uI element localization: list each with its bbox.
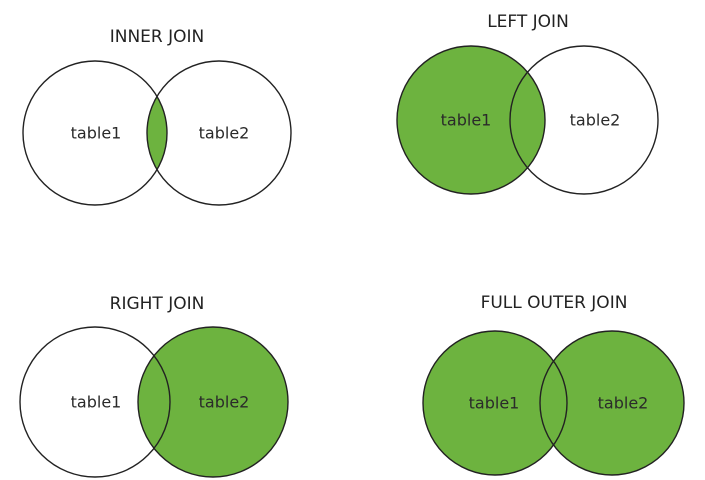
right-join-panel: RIGHT JOIN table1 table2 [19,294,289,478]
right-join-table2-fill [138,327,288,477]
full-outer-join-panel: FULL OUTER JOIN table1 table2 [422,293,685,476]
left-join-table1-circle [396,45,546,195]
full-outer-join-table2-fill [540,331,684,475]
full-outer-join-table1-fill [423,331,567,475]
inner-join-title: INNER JOIN [110,27,205,47]
right-join-table1-label: table1 [71,393,122,412]
inner-join-table2-circle [146,60,292,206]
right-join-table2-label: table2 [199,393,250,412]
inner-join-table2-label: table2 [199,124,250,143]
right-join-title: RIGHT JOIN [110,294,205,314]
inner-join-table1-circle [22,60,168,206]
left-join-panel: LEFT JOIN table1 table2 [396,12,659,195]
inner-join-table1-label: table1 [71,124,122,143]
full-outer-join-table1-label: table1 [469,394,520,413]
right-join-table2-circle [137,326,289,478]
left-join-table2-circle [509,45,659,195]
left-join-table1-fill [397,46,545,194]
full-outer-join-title: FULL OUTER JOIN [481,293,628,313]
full-outer-join-table1-circle [422,330,568,476]
left-join-table1-label: table1 [441,111,492,130]
inner-join-panel: INNER JOIN table1 table2 [22,27,292,206]
left-join-title: LEFT JOIN [487,12,569,32]
full-outer-join-table2-circle [539,330,685,476]
full-outer-join-table2-label: table2 [598,394,649,413]
left-join-table2-label: table2 [570,111,621,130]
right-join-table1-circle [19,326,171,478]
